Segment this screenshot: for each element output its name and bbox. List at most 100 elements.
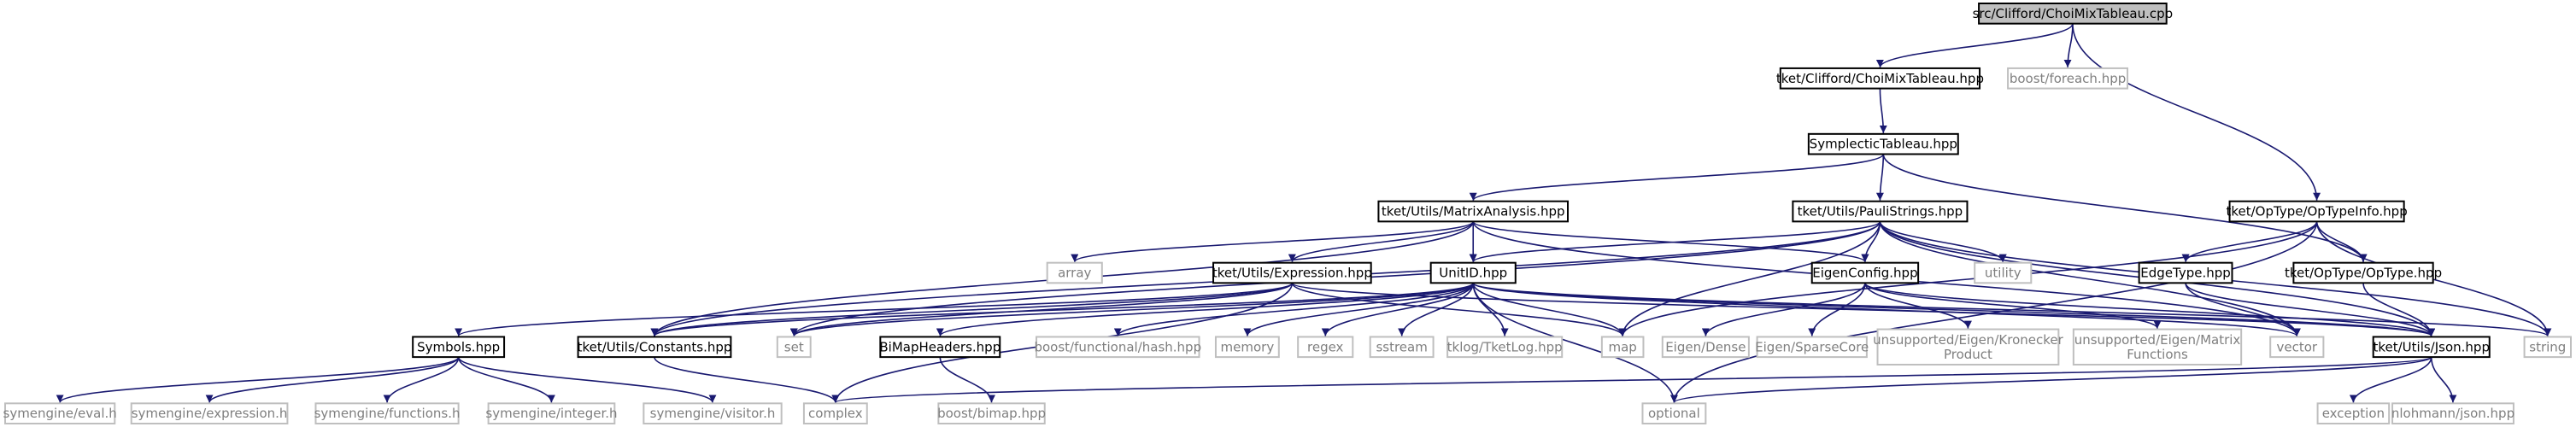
- edge-paulistrings-to-unitid: [1469, 220, 1881, 263]
- edge-line: [1469, 220, 1881, 263]
- node-expression[interactable]: tket/Utils/Expression.hpp: [1212, 261, 1372, 284]
- edge-paulistrings-to-utility: [1879, 221, 2007, 262]
- node-box: [1974, 261, 2033, 284]
- node-eigen-sparse: Eigen/SparseCore: [1755, 336, 1869, 359]
- node-label: symengine/integer.h: [485, 406, 617, 421]
- node-symbols[interactable]: Symbols.hpp: [412, 336, 506, 359]
- node-json[interactable]: tket/Utils/Json.hpp: [2372, 336, 2491, 359]
- node-symplectic[interactable]: SymplecticTableau.hpp: [1807, 132, 1959, 155]
- node-label: tket/OpType/OpType.hpp: [2285, 266, 2442, 281]
- node-optypeinfo[interactable]: tket/OpType/OpTypeInfo.hpp: [2226, 200, 2408, 223]
- edge-line: [457, 356, 555, 403]
- node-box: [2316, 402, 2391, 424]
- node-label: UnitID.hpp: [1439, 266, 1507, 281]
- edge-root-to-boost_foreach: [2063, 23, 2074, 67]
- node-exception: exception: [2316, 402, 2391, 424]
- node-root[interactable]: src/Clifford/ChoiMixTableau.cpp: [1973, 3, 2174, 25]
- node-label: src/Clifford/ChoiMixTableau.cpp: [1973, 6, 2174, 21]
- edge-line: [1243, 283, 1475, 336]
- edge-symbols-to-sym_expr: [205, 356, 460, 403]
- node-unitid[interactable]: UnitID.hpp: [1429, 261, 1517, 284]
- edge-line: [1472, 283, 1509, 336]
- node-sym-int: symengine/integer.h: [485, 402, 618, 424]
- node-label: tket/Utils/Json.hpp: [2373, 339, 2490, 354]
- node-label: unsupported/Eigen/Matrix: [2074, 332, 2241, 348]
- edge-line: [1669, 221, 2318, 403]
- node-array: array: [1046, 261, 1103, 284]
- edge-line: [1472, 283, 1627, 336]
- node-box: [1377, 200, 1570, 223]
- edge-symbols-to-sym_eval: [56, 356, 460, 404]
- edge-line: [2430, 357, 2457, 403]
- node-box: [802, 402, 868, 424]
- node-box: [2072, 328, 2243, 366]
- node-box: [1046, 261, 1103, 284]
- node-constants[interactable]: tket/Utils/Constants.hpp: [578, 336, 732, 359]
- node-box: [1978, 3, 2168, 25]
- edge-line: [1864, 283, 1972, 329]
- node-utility: utility: [1974, 261, 2033, 284]
- edge-line: [1071, 220, 1475, 263]
- edge-line: [56, 356, 460, 404]
- edge-line: [1321, 283, 1475, 336]
- node-box: [1810, 261, 1920, 284]
- node-label: tket/OpType/OpTypeInfo.hpp: [2226, 204, 2407, 219]
- edge-line: [1670, 356, 2432, 404]
- edge-line: [1472, 283, 1678, 403]
- node-matrixanalysis[interactable]: tket/Utils/MatrixAnalysis.hpp: [1377, 200, 1570, 223]
- edge-line: [1472, 282, 2301, 337]
- edge-unitid-to-sstream: [1398, 283, 1475, 336]
- edge-line: [1879, 221, 2007, 262]
- edge-eigenconfig-to-eigen_sparse: [1808, 283, 1866, 336]
- node-label: EigenConfig.hpp: [1812, 266, 1917, 281]
- edge-unitid-to-tketlog: [1472, 283, 1509, 336]
- node-label: Eigen/Dense: [1665, 339, 1746, 354]
- node-eigenconfig[interactable]: EigenConfig.hpp: [1810, 261, 1920, 284]
- edge-line: [650, 282, 1294, 337]
- node-box: [1641, 402, 1707, 424]
- edge-cmt_hpp-to-symplectic: [1879, 88, 1887, 133]
- node-box: [2372, 336, 2491, 359]
- node-box: [487, 402, 616, 424]
- node-box: [2391, 402, 2514, 424]
- node-paulistrings[interactable]: tket/Utils/PauliStrings.hpp: [1792, 200, 1969, 223]
- edge-symbols-to-sym_visitor: [457, 356, 717, 403]
- edge-optypeinfo-to-edgetype: [2181, 221, 2318, 262]
- edge-line: [1864, 282, 2162, 329]
- edge-unitid-to-boost_hash: [1113, 282, 1475, 336]
- node-box: [2138, 261, 2233, 284]
- node-label: tket/Utils/Constants.hpp: [578, 339, 732, 354]
- edge-line: [650, 282, 1475, 337]
- edge-line: [1469, 153, 1885, 202]
- edge-json-to-complex: [832, 356, 2432, 404]
- node-box: [1036, 336, 1200, 359]
- node-box: [1214, 336, 1280, 359]
- edge-eigenconfig-to-eigen_kron: [1864, 283, 1972, 329]
- node-box: [2228, 200, 2405, 223]
- node-bimapheaders[interactable]: BiMapHeaders.hpp: [879, 336, 1001, 359]
- edge-bimapheaders-to-boost_bimap: [939, 357, 996, 403]
- node-sym-visitor: symengine/visitor.h: [643, 402, 783, 424]
- edge-expression-to-symbols: [455, 282, 1294, 337]
- edge-symbols-to-sym_int: [457, 356, 555, 403]
- edge-json-to-nlohmann: [2430, 357, 2457, 403]
- node-string: string: [2523, 336, 2572, 359]
- edge-edgetype-to-json: [2185, 283, 2436, 336]
- node-box: [314, 402, 460, 424]
- node-map: map: [1600, 336, 1645, 359]
- node-nlohmann: nlohmann/json.hpp: [2391, 402, 2514, 424]
- node-optype[interactable]: tket/OpType/OpType.hpp: [2285, 261, 2442, 284]
- edge-optypeinfo-to-optional: [1669, 221, 2318, 403]
- edge-line: [1875, 154, 1885, 201]
- node-sstream: sstream: [1369, 336, 1435, 359]
- edge-line: [383, 356, 460, 403]
- node-box: [776, 336, 812, 359]
- node-edgetype[interactable]: EdgeType.hpp: [2138, 261, 2233, 284]
- edge-line: [2349, 356, 2432, 403]
- node-label: unsupported/Eigen/Kronecker: [1873, 332, 2064, 348]
- edge-symplectic-to-optype: [1882, 154, 2368, 262]
- node-cmt-hpp[interactable]: tket/Clifford/ChoiMixTableau.hpp: [1776, 67, 1984, 90]
- node-box: [1369, 336, 1435, 359]
- edge-unitid-to-map: [1472, 283, 1627, 336]
